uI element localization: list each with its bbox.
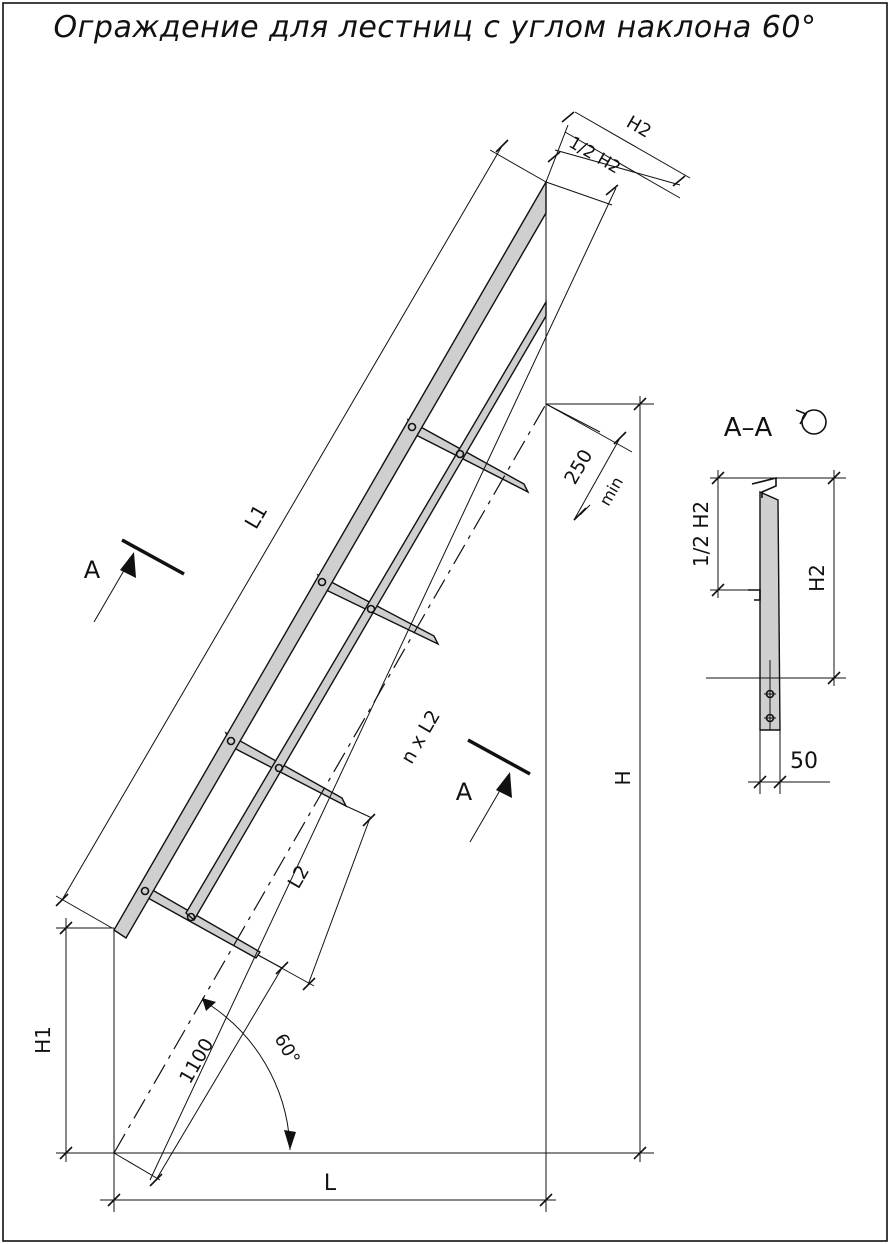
- stair-axis: [113, 403, 547, 1154]
- label-H1: H1: [31, 1026, 55, 1054]
- bolt-holes: [140, 422, 465, 922]
- post-4: [406, 418, 530, 494]
- label-angle: 60°: [270, 1030, 304, 1068]
- bolt: [455, 449, 465, 459]
- section-cut-left: A: [84, 538, 185, 623]
- section-view: A–A 1/2 H2 H2: [689, 409, 846, 794]
- label-min: min: [595, 473, 627, 509]
- dimension-L: L: [100, 1171, 556, 1207]
- middle-rail: [185, 299, 547, 922]
- drawing-title: Ограждение для лестниц с углом наклона 6…: [53, 10, 817, 45]
- railing-assembly: [113, 179, 547, 1154]
- section-label-width: 50: [790, 749, 818, 774]
- section-label-half-H2: 1/2 H2: [689, 501, 713, 567]
- rotation-icon: [795, 409, 827, 435]
- label-L1: L1: [240, 500, 273, 533]
- bolt: [407, 422, 417, 432]
- label-H: H: [611, 770, 635, 785]
- dimension-H1: H1: [31, 918, 115, 1212]
- dimension-H2-top: 1/2 H2 H2: [545, 111, 691, 206]
- section-marker-left: A: [84, 556, 101, 584]
- post-3: [316, 573, 440, 646]
- section-marker-right: A: [456, 778, 473, 806]
- angle-marker: 60°: [201, 998, 304, 1151]
- bolt: [366, 604, 376, 614]
- section-label-H2: H2: [805, 564, 829, 592]
- bolt: [274, 763, 284, 773]
- bolt: [186, 912, 196, 922]
- dimension-1100: 1100: [113, 954, 289, 1187]
- label-H2-top: H2: [623, 112, 655, 143]
- bolt: [317, 577, 327, 587]
- label-L2: L2: [284, 862, 314, 893]
- dimension-L2: L2: [257, 805, 376, 991]
- bolt: [140, 886, 150, 896]
- label-nxL2: n x L2: [397, 706, 445, 767]
- dimension-L1: L1: [55, 139, 547, 929]
- section-title: A–A: [724, 413, 773, 443]
- dimension-H: H: [114, 182, 654, 1212]
- handrail: [113, 179, 547, 939]
- dimension-250: 250 min: [545, 403, 627, 521]
- section-cut-right: A: [456, 738, 531, 843]
- section-handrail-profile: [751, 476, 777, 498]
- label-250: 250: [560, 446, 597, 488]
- label-L: L: [324, 1171, 337, 1196]
- label-1100: 1100: [175, 1035, 218, 1088]
- section-midrail-profile: [748, 589, 761, 601]
- bolt: [226, 736, 236, 746]
